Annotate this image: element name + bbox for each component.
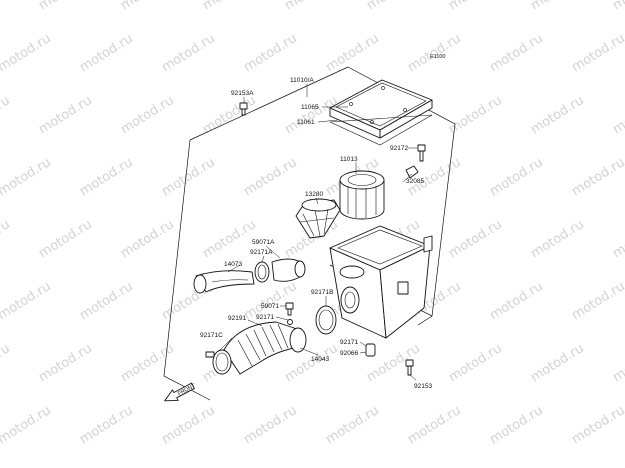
- watermark-text: motod.ru: [77, 279, 136, 323]
- clamp-92171a: [254, 261, 270, 283]
- watermark-text: motod.ru: [118, 217, 177, 261]
- watermark-text: motod.ru: [0, 279, 54, 323]
- watermark-text: motod.ru: [446, 341, 505, 385]
- label-13280: 13280: [305, 191, 323, 198]
- watermark-text: motod.ru: [36, 217, 95, 261]
- watermark-text: motod.ru: [159, 155, 218, 199]
- label-14073: 14073: [224, 261, 242, 268]
- watermark-text: motod.ru: [446, 93, 505, 137]
- watermark-text: motod.ru: [159, 403, 218, 447]
- watermark-text: motod.ru: [610, 93, 625, 137]
- label-11061: 11061: [297, 119, 315, 126]
- label-92153a: 92153A: [231, 90, 254, 97]
- label-92191: 92191: [228, 315, 246, 322]
- watermark-text: motod.ru: [77, 155, 136, 199]
- watermark-text: motod.ru: [487, 279, 546, 323]
- label-92171c: 92171C: [200, 332, 223, 339]
- grommet-92066: [365, 343, 376, 357]
- watermark-text: motod.ru: [323, 403, 382, 447]
- screw-92171: [287, 319, 293, 325]
- diagram-code: E1100: [430, 54, 446, 60]
- watermark-text: motod.ru: [487, 31, 546, 75]
- main-duct: [223, 321, 307, 375]
- watermark-text: motod.ru: [528, 0, 587, 13]
- watermark-text: motod.ru: [118, 0, 177, 13]
- label-92153: 92153: [414, 383, 432, 390]
- watermark-text: motod.ru: [528, 93, 587, 137]
- watermark-text: motod.ru: [0, 217, 13, 261]
- clamp-92171b: [315, 305, 337, 335]
- watermark-text: motod.ru: [569, 155, 625, 199]
- watermark-text: motod.ru: [36, 0, 95, 13]
- watermark-text: motod.ru: [0, 93, 13, 137]
- watermark-text: motod.ru: [77, 403, 136, 447]
- watermark-text: motod.ru: [118, 93, 177, 137]
- clip-32085: [405, 165, 419, 179]
- watermark-text: motod.ru: [528, 341, 587, 385]
- watermark-text: motod.ru: [0, 0, 13, 13]
- watermark-text: motod.ru: [0, 31, 54, 75]
- watermark-text: motod.ru: [36, 341, 95, 385]
- air-cleaner-case: [329, 225, 433, 339]
- watermark-text: motod.ru: [364, 0, 423, 13]
- watermark-text: motod.ru: [405, 403, 464, 447]
- watermark-text: motod.ru: [610, 341, 625, 385]
- watermark-text: motod.ru: [569, 403, 625, 447]
- label-92171a: 92171A: [250, 249, 273, 256]
- watermark-text: motod.ru: [0, 155, 54, 199]
- label-32085: 32085: [406, 178, 424, 185]
- clamp-92171c: [205, 349, 232, 375]
- label-92171: 92171: [256, 314, 274, 321]
- watermark-text: motod.ru: [610, 0, 625, 13]
- screw-59071: [285, 302, 294, 316]
- label-11065: 11065: [301, 104, 319, 111]
- watermark-text: motod.ru: [610, 217, 625, 261]
- watermark-text: motod.ru: [159, 31, 218, 75]
- watermark-text: motod.ru: [487, 403, 546, 447]
- label-59071: 59071: [261, 303, 279, 310]
- watermark-text: motod.ru: [323, 31, 382, 75]
- watermark-text: motod.ru: [241, 31, 300, 75]
- bolt-92153: [405, 359, 414, 376]
- label-92066: 92066: [340, 350, 358, 357]
- watermark-text: motod.ru: [446, 0, 505, 13]
- part-labels: E1100 11010/A 92153A 11065 11061 92172 1…: [200, 54, 446, 390]
- watermark-text: motod.ru: [487, 155, 546, 199]
- watermark-text: motod.ru: [0, 341, 13, 385]
- watermark-text: motod.ru: [200, 0, 259, 13]
- watermark-text: motod.ru: [77, 31, 136, 75]
- watermark-text: motod.ru: [282, 0, 341, 13]
- label-11010a: 11010/A: [290, 77, 314, 84]
- element-holder: [295, 198, 341, 239]
- label-92171-lower: 92171: [340, 339, 358, 346]
- bolt-92172: [417, 144, 426, 162]
- label-59071a: 59071A: [252, 239, 275, 246]
- watermark-text: motod.ru: [569, 279, 625, 323]
- watermark-text: motod.ru: [528, 217, 587, 261]
- air-cleaner-cover: [329, 79, 433, 146]
- inlet-duct: [193, 270, 255, 294]
- joint-tube: [271, 258, 306, 282]
- watermark-text: motod.ru: [118, 341, 177, 385]
- label-92172: 92172: [390, 145, 408, 152]
- front-arrow: FRONT: [164, 382, 197, 402]
- label-92171b: 92171B: [311, 289, 333, 296]
- air-filter-element: [339, 170, 385, 220]
- watermark-text: motod.ru: [446, 217, 505, 261]
- front-arrow-label: FRONT: [177, 383, 197, 397]
- watermark-text: motod.ru: [200, 93, 259, 137]
- watermark-text: motod.ru: [0, 403, 54, 447]
- label-11013: 11013: [340, 156, 358, 163]
- watermark-text: motod.ru: [241, 155, 300, 199]
- watermark-text: motod.ru: [36, 93, 95, 137]
- watermark-text: motod.ru: [569, 31, 625, 75]
- label-14043: 14043: [311, 356, 329, 363]
- watermark-text: motod.ru: [241, 403, 300, 447]
- leader-lines: [219, 84, 418, 381]
- bolt-92153a: [239, 102, 248, 116]
